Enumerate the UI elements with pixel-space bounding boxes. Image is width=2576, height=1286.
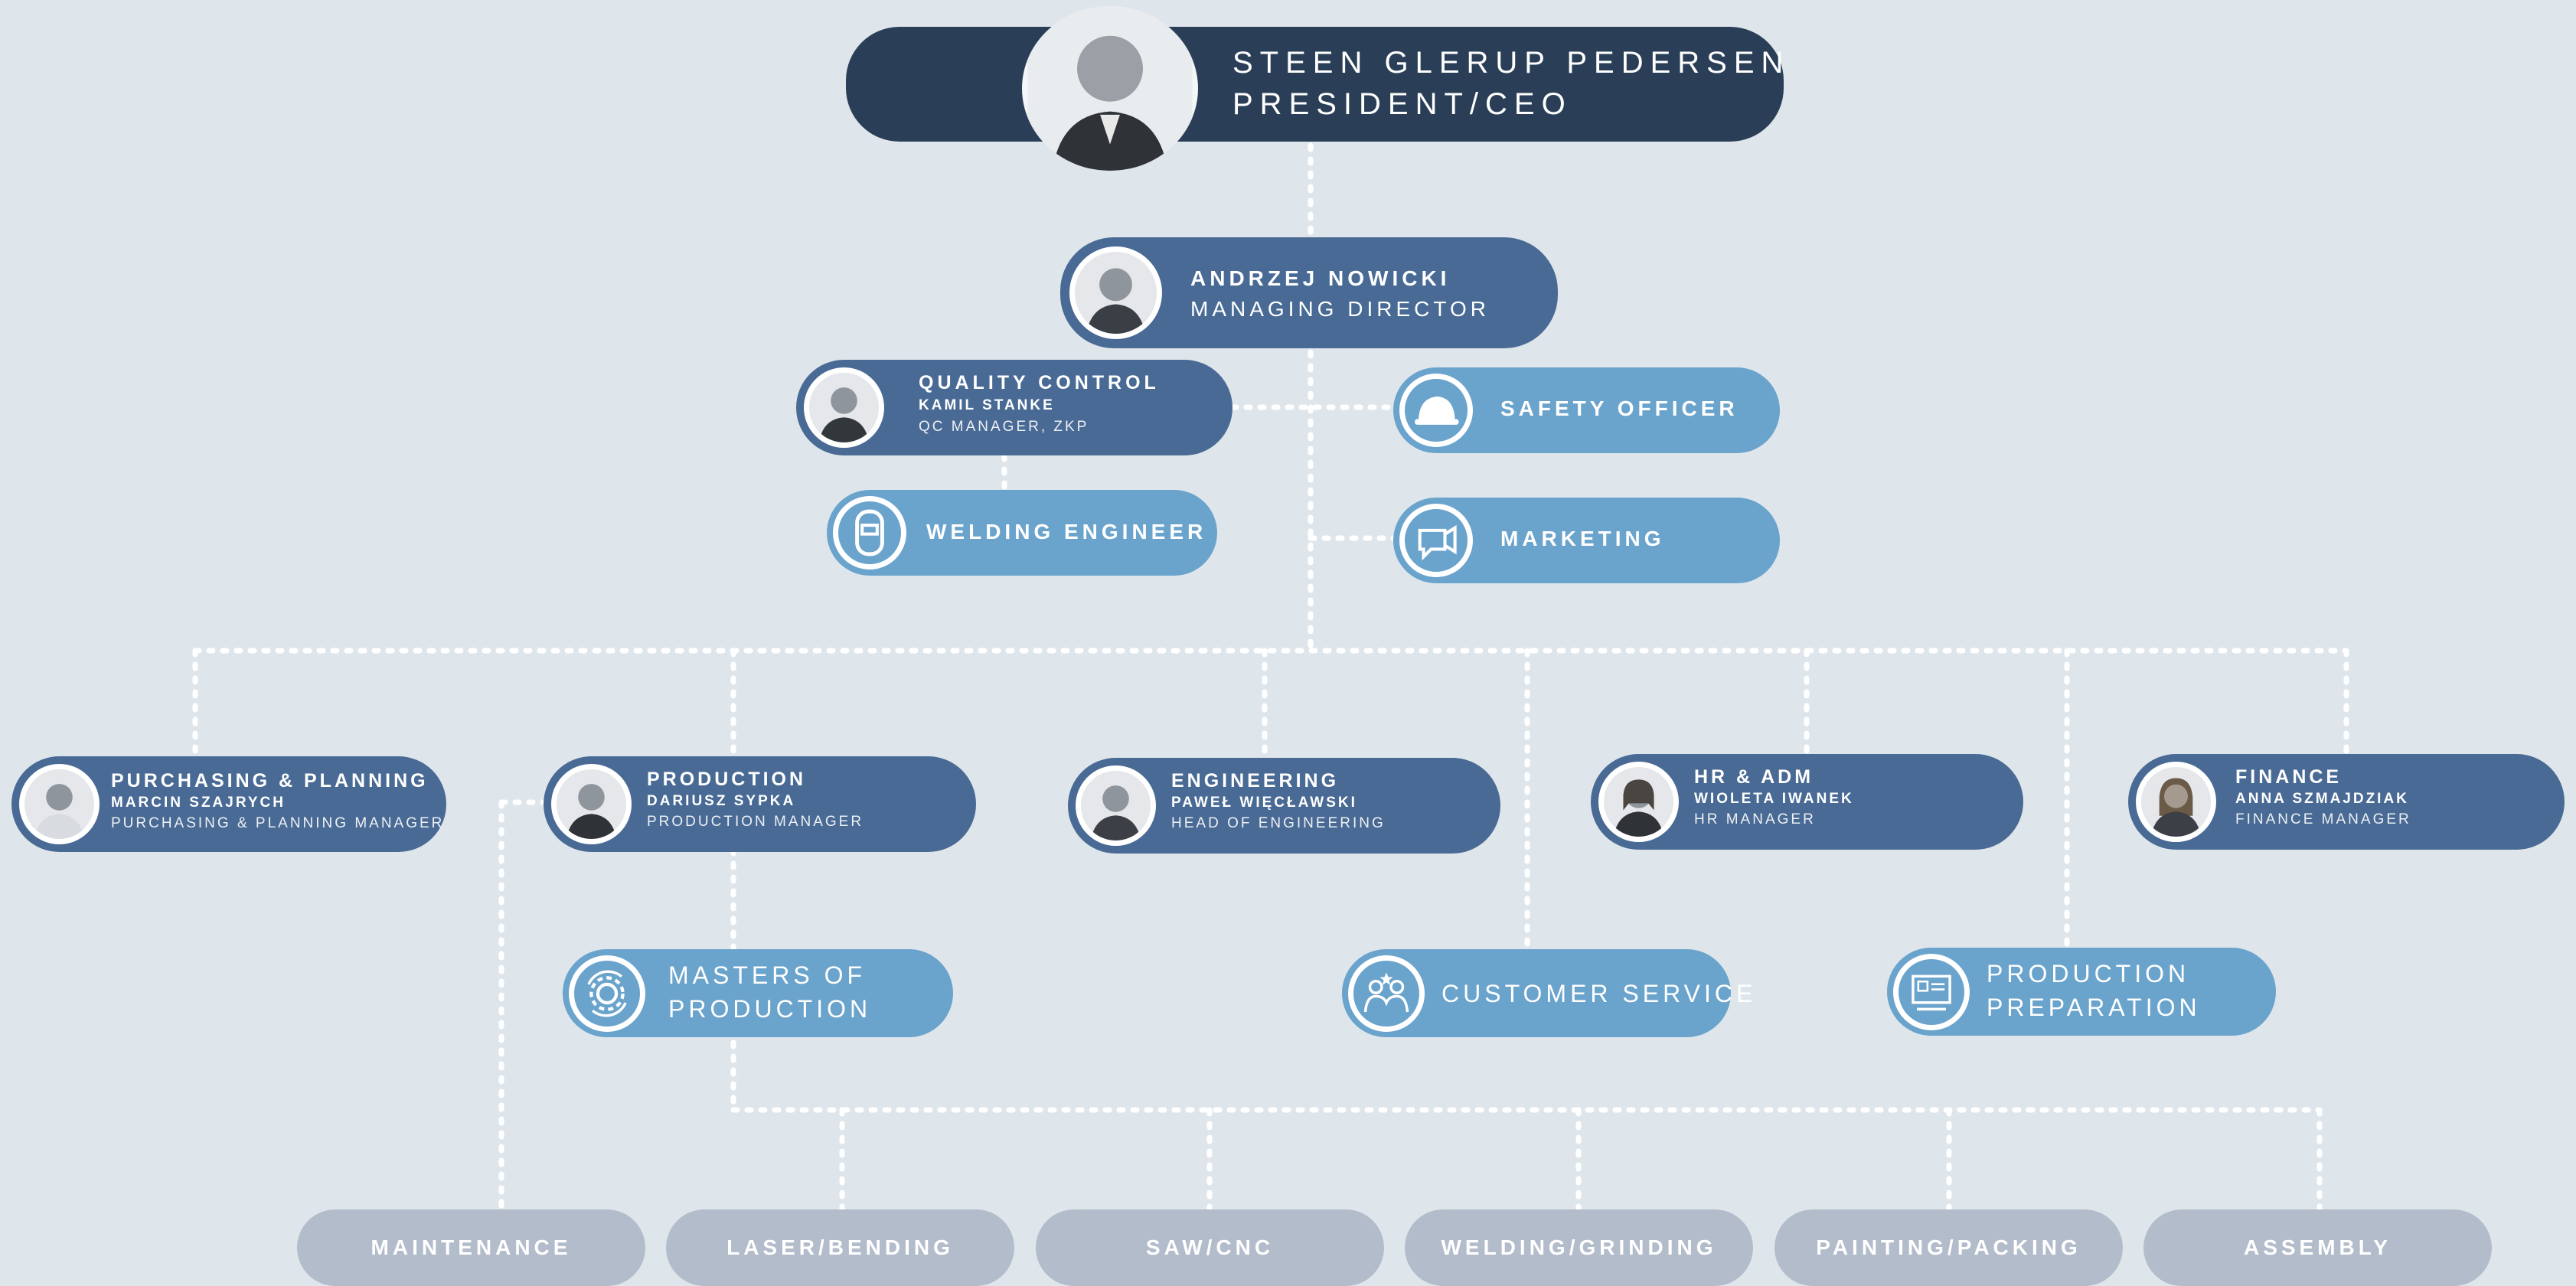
- quality-control-title: QC MANAGER, ZKP: [919, 419, 1089, 435]
- unit-saw-cnc: SAW/CNC: [1036, 1209, 1384, 1286]
- unit-assembly: ASSEMBLY: [2143, 1209, 2492, 1286]
- unit-label: WELDING/GRINDING: [1441, 1235, 1717, 1259]
- welding-mask-icon: [833, 496, 906, 570]
- dept-label: HR & ADM: [1694, 766, 1814, 788]
- masters-line2: PRODUCTION: [668, 995, 872, 1023]
- dept-hr-adm: HR & ADM WIOLETA IWANEK HR MANAGER: [1591, 754, 2023, 850]
- unit-label: PAINTING/PACKING: [1816, 1235, 2081, 1259]
- managing-director-name: ANDRZEJ NOWICKI: [1190, 266, 1451, 290]
- safety-officer-node: SAFETY OFFICER: [1393, 367, 1780, 453]
- dept-label: PURCHASING & PLANNING: [111, 770, 429, 792]
- customer-service-node: CUSTOMER SERVICE: [1342, 949, 1752, 1037]
- masters-line1: MASTERS OF: [668, 961, 867, 989]
- unit-label: MAINTENANCE: [371, 1235, 572, 1259]
- unit-welding-grinding: WELDING/GRINDING: [1405, 1209, 1753, 1286]
- manager-title: PURCHASING & PLANNING MANAGER: [111, 815, 445, 831]
- ceo-node: STEEN GLERUP PEDERSEN PRESIDENT/CEO: [846, 27, 1784, 142]
- dept-engineering: ENGINEERING PAWEŁ WIĘCŁAWSKI HEAD OF ENG…: [1068, 758, 1500, 854]
- dept-purchasing-planning: PURCHASING & PLANNING MARCIN SZAJRYCH PU…: [11, 756, 446, 852]
- dept-finance: FINANCE ANNA SZMAJDZIAK FINANCE MANAGER: [2128, 754, 2565, 850]
- manager-name: ANNA SZMAJDZIAK: [2235, 791, 2409, 807]
- managing-director-node: ANDRZEJ NOWICKI MANAGING DIRECTOR: [1060, 237, 1558, 348]
- megaphone-icon: [1399, 504, 1473, 577]
- helmet-icon: [1399, 374, 1473, 447]
- production-preparation-node: PRODUCTION PREPARATION: [1887, 948, 2276, 1036]
- unit-label: LASER/BENDING: [726, 1235, 954, 1259]
- preparation-line2: PREPARATION: [1987, 994, 2201, 1021]
- unit-maintenance: MAINTENANCE: [297, 1209, 645, 1286]
- masters-of-production-node: MASTERS OF PRODUCTION: [563, 949, 953, 1037]
- ceo-photo: [1022, 6, 1198, 171]
- ceo-name: STEEN GLERUP PEDERSEN: [1232, 46, 1791, 80]
- gear-cycle-icon: [569, 955, 645, 1032]
- unit-laser-bending: LASER/BENDING: [666, 1209, 1014, 1286]
- welding-engineer-node: WELDING ENGINEER: [827, 490, 1217, 576]
- marketing-node: MARKETING: [1393, 498, 1780, 583]
- managing-director-title: MANAGING DIRECTOR: [1190, 297, 1490, 321]
- manager-name: MARCIN SZAJRYCH: [111, 795, 286, 811]
- ceo-title: PRESIDENT/CEO: [1232, 87, 1572, 121]
- preparation-line1: PRODUCTION: [1987, 960, 2190, 987]
- quality-control-dept: QUALITY CONTROL: [919, 372, 1160, 393]
- quality-control-name: KAMIL STANKE: [919, 397, 1055, 413]
- quality-control-node: QUALITY CONTROL KAMIL STANKE QC MANAGER,…: [796, 360, 1232, 455]
- manager-name: WIOLETA IWANEK: [1694, 791, 1854, 807]
- handshake-icon: [1348, 955, 1425, 1032]
- managing-director-photo: [1069, 246, 1162, 339]
- manager-title: HR MANAGER: [1694, 811, 1816, 827]
- unit-label: SAW/CNC: [1145, 1235, 1275, 1259]
- welding-engineer-label: WELDING ENGINEER: [926, 520, 1207, 543]
- hr-manager-photo: [1598, 762, 1679, 842]
- finance-manager-photo: [2136, 762, 2216, 842]
- engineering-head-photo: [1076, 765, 1156, 846]
- dept-production: PRODUCTION DARIUSZ SYPKA PRODUCTION MANA…: [544, 756, 976, 852]
- dept-label: FINANCE: [2235, 766, 2343, 788]
- purchasing-manager-photo: [19, 764, 100, 844]
- quality-control-photo: [804, 367, 884, 448]
- customer-service-label: CUSTOMER SERVICE: [1441, 980, 1757, 1007]
- unit-painting-packing: PAINTING/PACKING: [1774, 1209, 2123, 1286]
- manager-title: PRODUCTION MANAGER: [647, 814, 864, 830]
- production-manager-photo: [551, 764, 632, 844]
- dept-label: ENGINEERING: [1171, 770, 1340, 792]
- manager-name: PAWEŁ WIĘCŁAWSKI: [1171, 795, 1357, 811]
- blueprint-icon: [1893, 954, 1970, 1030]
- unit-label: ASSEMBLY: [2243, 1235, 2392, 1259]
- manager-title: FINANCE MANAGER: [2235, 811, 2411, 827]
- dept-label: PRODUCTION: [647, 769, 807, 790]
- safety-officer-label: SAFETY OFFICER: [1500, 397, 1739, 420]
- manager-title: HEAD OF ENGINEERING: [1171, 815, 1386, 831]
- manager-name: DARIUSZ SYPKA: [647, 793, 796, 809]
- marketing-label: MARKETING: [1500, 527, 1665, 550]
